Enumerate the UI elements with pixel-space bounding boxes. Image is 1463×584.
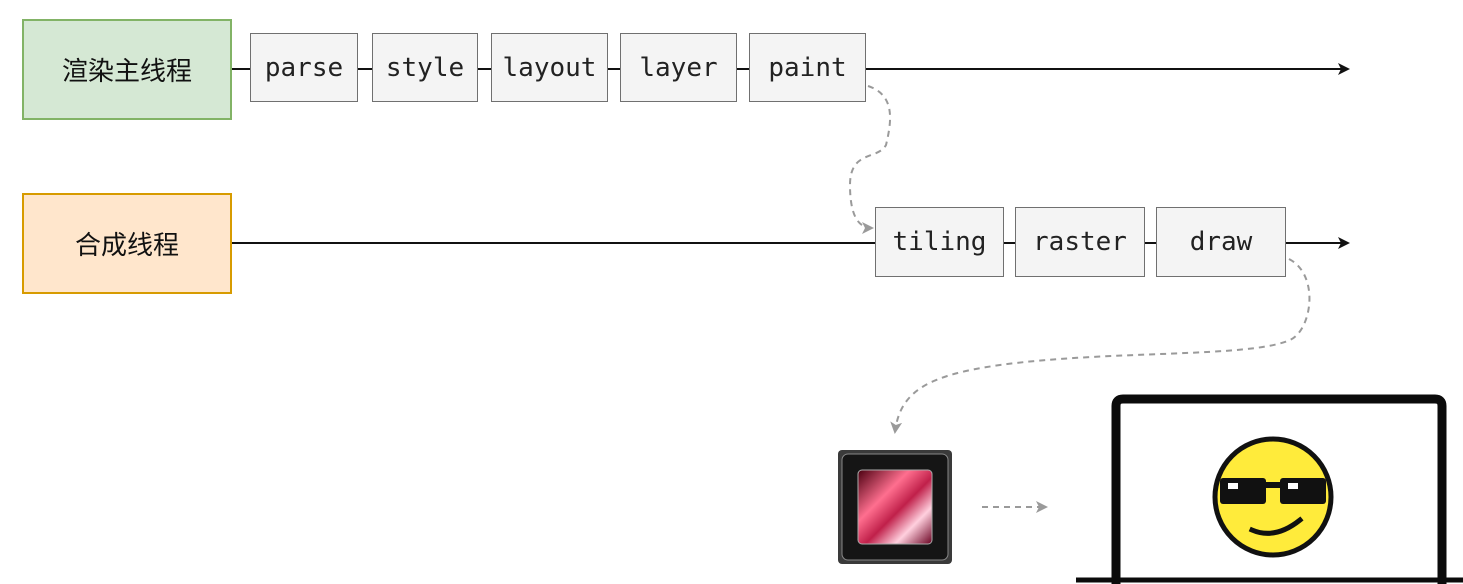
step-raster: raster — [1015, 207, 1145, 277]
main-thread-label: 渲染主线程 — [61, 57, 192, 87]
gpu-chip-icon — [838, 450, 952, 564]
step-style: style — [372, 33, 478, 102]
step-label: layout — [502, 52, 597, 83]
step-label: draw — [1189, 227, 1253, 257]
step-label: paint — [768, 52, 847, 83]
step-parse: parse — [250, 33, 358, 102]
step-label: parse — [264, 52, 344, 83]
step-label: style — [385, 52, 465, 83]
step-layout: layout — [491, 33, 608, 102]
step-tiling: tiling — [875, 207, 1004, 277]
step-label: layer — [639, 52, 718, 83]
sunglasses-smiley-icon — [1212, 436, 1334, 558]
step-draw: draw — [1156, 207, 1286, 277]
step-label: raster — [1033, 227, 1127, 257]
main-thread-box: 渲染主线程 — [22, 19, 232, 120]
step-label: tiling — [892, 227, 987, 257]
compositor-thread-box: 合成线程 — [22, 193, 232, 294]
step-layer: layer — [620, 33, 737, 102]
step-paint: paint — [749, 33, 866, 102]
draw-to-gpu-arrow — [890, 258, 1311, 434]
paint-to-tiling-arrow — [848, 85, 891, 234]
compositor-thread-label: 合成线程 — [74, 231, 179, 261]
